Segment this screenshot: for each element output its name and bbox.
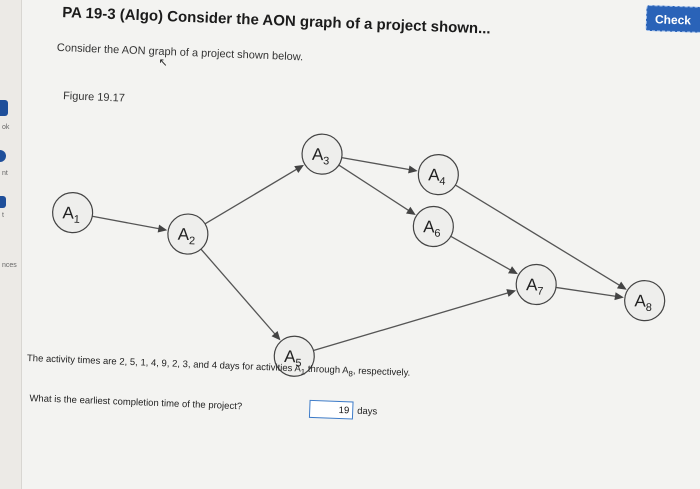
activity-text-through: through A [305, 363, 349, 377]
node-circle [301, 133, 343, 175]
activity-text-end: , respectively. [352, 365, 411, 379]
node-circle [515, 263, 557, 306]
node-a2: A2 [167, 213, 209, 255]
sidebar-marker[interactable] [0, 196, 6, 208]
node-label: A8 [634, 291, 652, 314]
node-label: A1 [62, 203, 80, 226]
arrowhead-icon [408, 165, 418, 174]
edge-a7-a8 [555, 286, 619, 298]
node-subscript: 1 [73, 214, 80, 226]
node-circle [412, 205, 454, 248]
node-letter: A [178, 225, 191, 244]
arrowhead-icon [614, 292, 624, 301]
arrowhead-icon [157, 224, 168, 233]
node-letter: A [428, 165, 441, 184]
edge-a3-a6 [338, 164, 412, 213]
sidebar-marker[interactable] [0, 150, 6, 162]
node-letter: A [634, 291, 647, 310]
node-label: A2 [177, 225, 195, 248]
arrowhead-icon [406, 206, 416, 216]
sidebar-item-label[interactable]: ok [2, 124, 10, 131]
sidebar-item-label[interactable]: nces [2, 262, 17, 269]
sidebar-marker[interactable] [0, 100, 8, 116]
node-letter: A [423, 217, 436, 236]
edge-a2-a3 [204, 167, 300, 225]
node-label: A3 [312, 145, 330, 168]
sidebar-item-label[interactable]: nt [2, 170, 8, 177]
node-subscript: 8 [646, 302, 653, 314]
edge-a1-a2 [92, 215, 162, 230]
arrowhead-icon [508, 266, 518, 275]
node-subscript: 5 [295, 357, 302, 369]
edge-a2-a5 [200, 248, 278, 337]
node-a6: A6 [412, 205, 454, 248]
answer-unit: days [356, 405, 378, 418]
node-a3: A3 [301, 133, 343, 175]
node-letter: A [526, 275, 539, 294]
edge-a3-a4 [341, 156, 412, 171]
left-sidebar: ok nt t nces [0, 0, 22, 489]
edge-a6-a7 [450, 235, 513, 272]
node-subscript: 2 [189, 235, 196, 247]
node-label: A7 [526, 275, 544, 298]
arrowhead-icon [271, 330, 281, 341]
node-a4: A4 [417, 154, 459, 196]
node-circle [417, 154, 459, 196]
node-circle [52, 192, 94, 234]
node-a5: A5 [273, 335, 315, 377]
node-a8: A8 [624, 280, 666, 322]
node-subscript: 3 [323, 155, 330, 167]
node-letter: A [284, 347, 297, 366]
node-subscript: 4 [439, 176, 446, 188]
arrowhead-icon [616, 281, 627, 290]
node-subscript: 6 [434, 228, 441, 240]
node-a7: A7 [515, 263, 557, 306]
node-letter: A [312, 145, 325, 164]
node-label: A5 [284, 347, 302, 370]
node-a1: A1 [52, 192, 94, 234]
node-circle [624, 280, 666, 322]
graph-edges [92, 156, 627, 352]
arrowhead-icon [294, 164, 305, 173]
node-label: A4 [428, 165, 446, 188]
node-circle [273, 335, 315, 377]
edge-a5-a7 [313, 291, 511, 352]
arrowhead-icon [506, 289, 517, 297]
sidebar-item-label[interactable]: t [2, 212, 4, 219]
edge-a4-a8 [455, 184, 622, 288]
answer-input[interactable] [308, 399, 354, 420]
node-letter: A [62, 203, 75, 222]
node-circle [167, 213, 209, 255]
node-label: A6 [423, 217, 441, 240]
node-subscript: 7 [537, 286, 544, 298]
